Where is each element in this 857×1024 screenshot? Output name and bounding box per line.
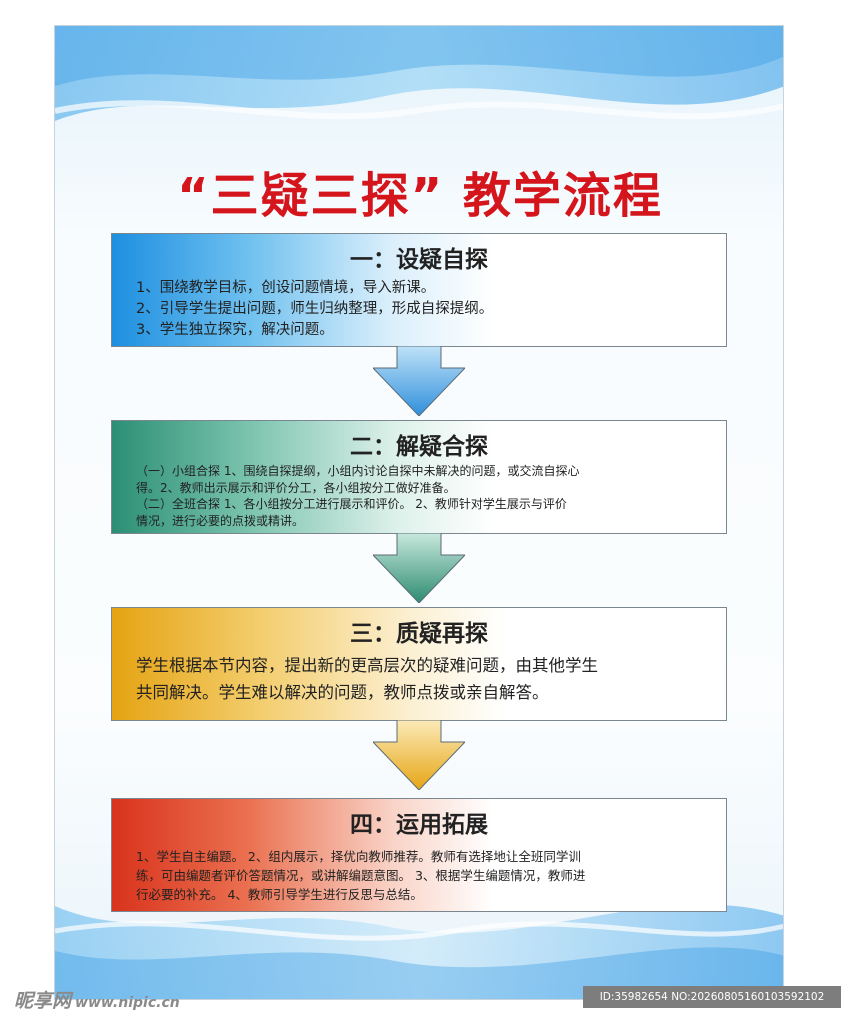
step-2-body: （一）小组合探 1、围绕自探提纲，小组内讨论自探中未解决的问题，或交流自探心 得… bbox=[136, 463, 708, 529]
step-3-body: 学生根据本节内容，提出新的更高层次的疑难问题，由其他学生 共同解决。学生难以解决… bbox=[136, 652, 708, 706]
step-2-line: （一）小组合探 1、围绕自探提纲，小组内讨论自探中未解决的问题，或交流自探心 bbox=[136, 464, 580, 478]
step-4-heading: 四：运用拓展 bbox=[350, 812, 488, 838]
step-1-line: 3、学生独立探究，解决问题。 bbox=[136, 322, 334, 338]
step-4-body: 1、学生自主编题。 2、组内展示，择优向教师推荐。教师有选择地让全班同学训 练，… bbox=[136, 847, 708, 904]
poster: “三疑三探” 教学流程 一：设疑自探 1、围绕教学目标，创设问题情境，导入新课。… bbox=[54, 25, 784, 1000]
step-3-heading: 三：质疑再探 bbox=[350, 621, 488, 647]
step-1-box: 一：设疑自探 1、围绕教学目标，创设问题情境，导入新课。 2、引导学生提出问题，… bbox=[111, 233, 727, 347]
watermark-brand: 昵享网 bbox=[14, 990, 72, 1012]
step-1-line: 2、引导学生提出问题，师生归纳整理，形成自探提纲。 bbox=[136, 301, 494, 317]
wave-background bbox=[55, 26, 783, 999]
step-3-line: 学生根据本节内容，提出新的更高层次的疑难问题，由其他学生 bbox=[136, 656, 598, 675]
step-1-body: 1、围绕教学目标，创设问题情境，导入新课。 2、引导学生提出问题，师生归纳整理，… bbox=[136, 278, 708, 341]
down-arrow-icon bbox=[373, 720, 465, 790]
step-4-line: 练，可由编题者评价答题情况，或讲解编题意图。 3、根据学生编题情况，教师进 bbox=[136, 868, 586, 883]
step-2-heading: 二：解疑合探 bbox=[350, 434, 488, 460]
step-3-line: 共同解决。学生难以解决的问题，教师点拨或亲自解答。 bbox=[136, 683, 549, 702]
step-4-line: 1、学生自主编题。 2、组内展示，择优向教师推荐。教师有选择地让全班同学训 bbox=[136, 849, 581, 864]
step-2-line: 得。2、教师出示展示和评价分工，各小组按分工做好准备。 bbox=[136, 480, 456, 495]
page-title: “三疑三探” 教学流程 bbox=[177, 168, 663, 224]
step-2-box: 二：解疑合探 （一）小组合探 1、围绕自探提纲，小组内讨论自探中未解决的问题，或… bbox=[111, 420, 727, 534]
step-1-heading: 一：设疑自探 bbox=[350, 247, 488, 273]
step-4-line: 行必要的补充。 4、教师引导学生进行反思与总结。 bbox=[136, 887, 423, 902]
watermark-site: www.nipic.cn bbox=[75, 995, 180, 1011]
step-1-line: 1、围绕教学目标，创设问题情境，导入新课。 bbox=[136, 280, 436, 296]
step-2-line: 情况，进行必要的点拨或精讲。 bbox=[136, 513, 305, 528]
step-3-box: 三：质疑再探 学生根据本节内容，提出新的更高层次的疑难问题，由其他学生 共同解决… bbox=[111, 607, 727, 721]
step-2-line: （二）全班合探 1、各小组按分工进行展示和评价。 2、教师针对学生展示与评价 bbox=[136, 497, 567, 511]
image-id-bar: ID:35982654 NO:20260805160103592102 bbox=[583, 986, 841, 1008]
down-arrow-icon bbox=[373, 346, 465, 416]
down-arrow-icon bbox=[373, 533, 465, 603]
step-4-box: 四：运用拓展 1、学生自主编题。 2、组内展示，择优向教师推荐。教师有选择地让全… bbox=[111, 798, 727, 912]
